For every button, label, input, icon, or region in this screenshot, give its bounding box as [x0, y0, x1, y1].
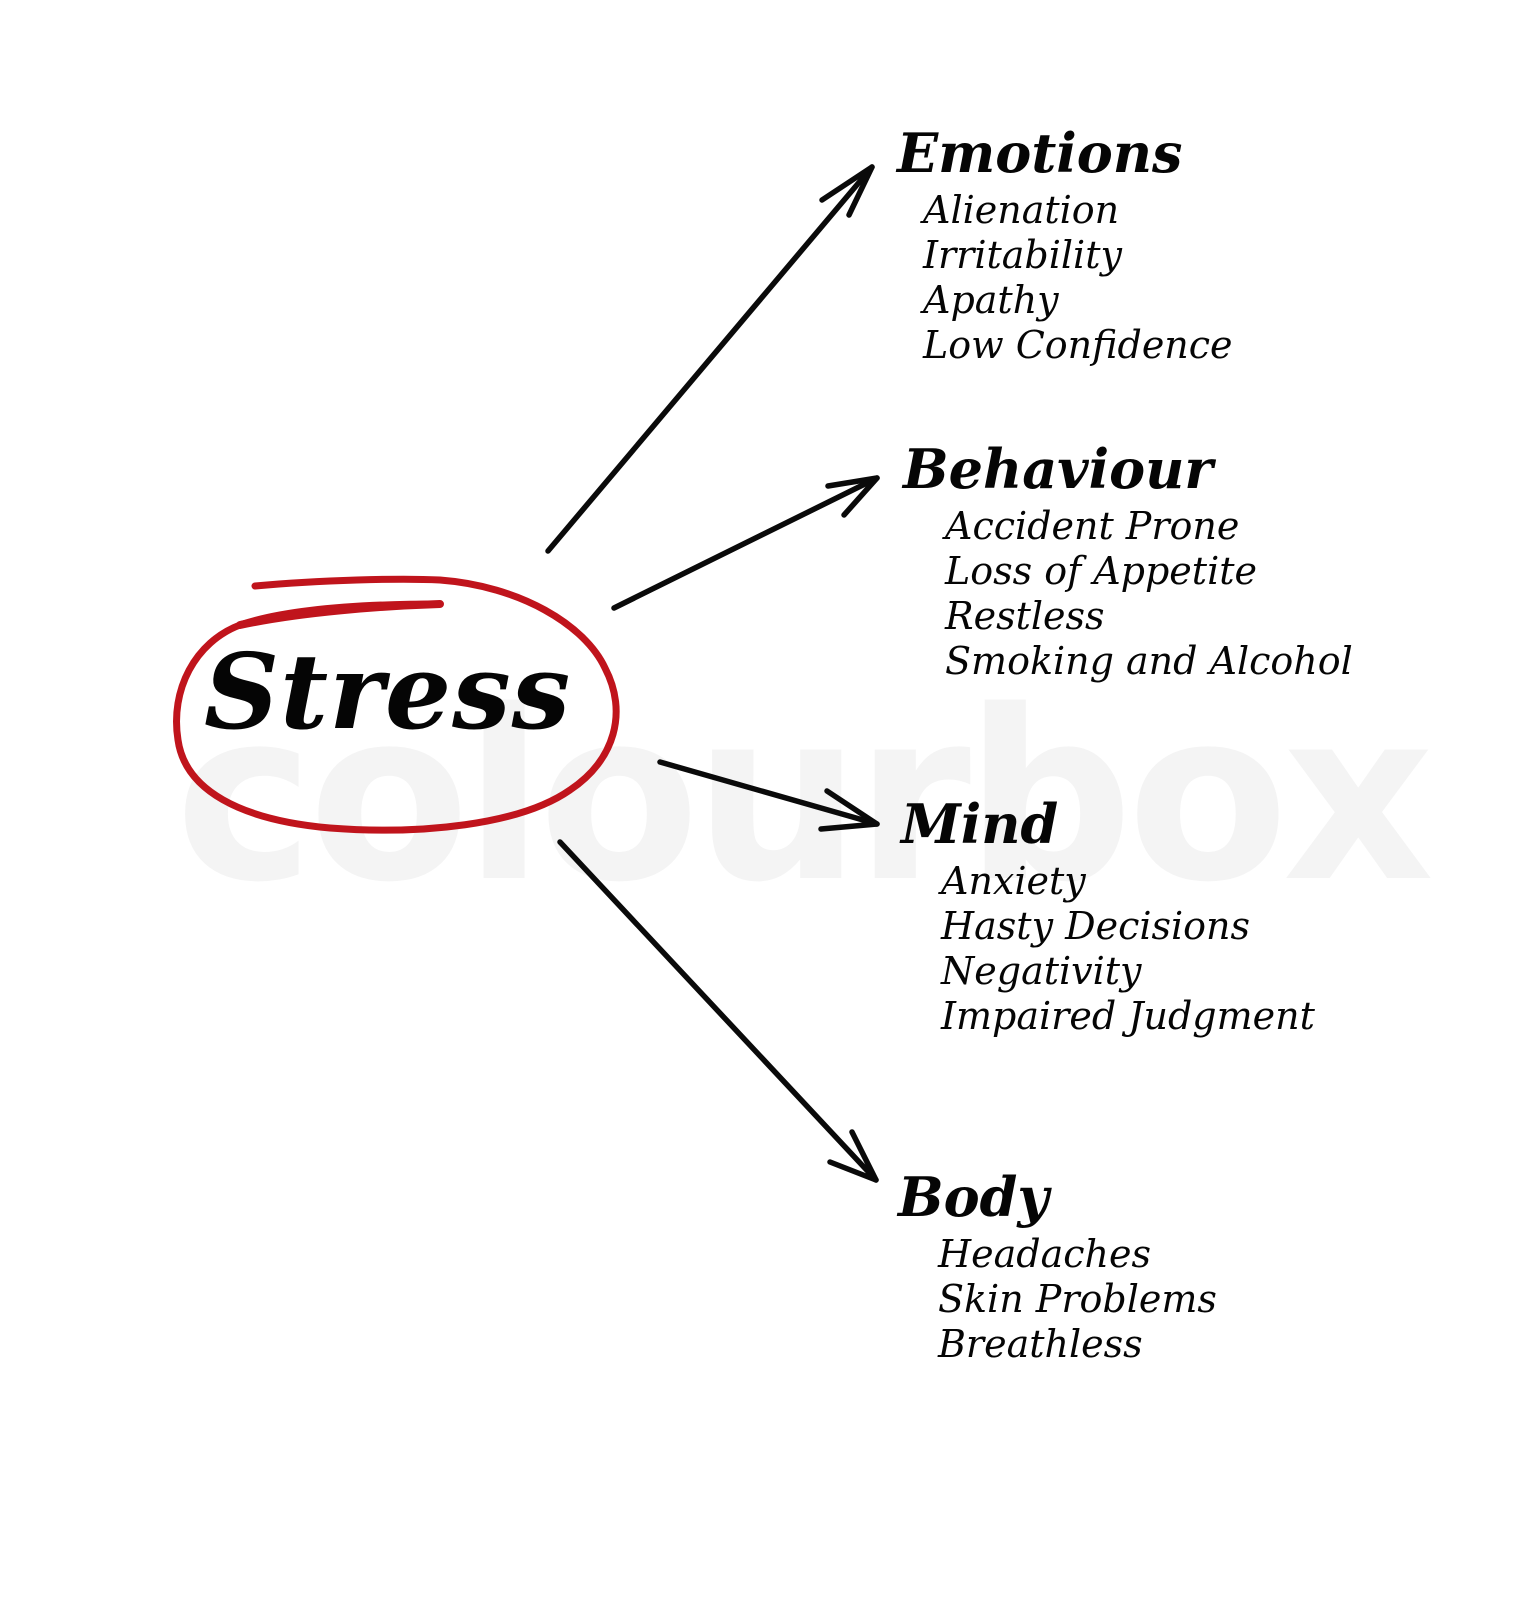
list-item: Anxiety — [941, 859, 1086, 903]
branch-title-behaviour: Behaviour — [903, 437, 1213, 501]
list-item: Skin Problems — [938, 1277, 1217, 1321]
arrow-to-body — [557, 839, 879, 1183]
arrow-to-emotions — [545, 164, 875, 554]
list-item: Loss of Appetite — [945, 549, 1257, 593]
branch-items-body: Headaches Skin Problems Breathless — [938, 1232, 1217, 1367]
list-item: Hasty Decisions — [941, 904, 1251, 948]
list-item: Irritability — [923, 233, 1122, 277]
list-item: Breathless — [938, 1322, 1143, 1366]
list-item: Low Confidence — [923, 323, 1233, 367]
list-item: Negativity — [941, 949, 1142, 993]
branch-emotions: Emotions Alienation Irritability Apathy … — [897, 126, 1233, 368]
list-item: Impaired Judgment — [941, 994, 1315, 1038]
branch-body: Body Headaches Skin Problems Breathless — [898, 1170, 1217, 1367]
list-item: Alienation — [923, 188, 1120, 232]
branch-items-behaviour: Accident Prone Loss of Appetite Restless… — [945, 504, 1353, 684]
center-circle — [173, 575, 620, 834]
list-item: Apathy — [923, 278, 1059, 322]
list-item: Smoking and Alcohol — [945, 639, 1353, 683]
arrow-to-behaviour — [611, 475, 880, 611]
list-item: Accident Prone — [945, 504, 1240, 548]
list-item: Headaches — [938, 1232, 1152, 1276]
branch-behaviour: Behaviour Accident Prone Loss of Appetit… — [903, 442, 1353, 684]
branch-title-mind: Mind — [901, 792, 1059, 856]
branch-title-emotions: Emotions — [897, 121, 1183, 185]
list-item: Restless — [945, 594, 1105, 638]
arrow-to-mind — [657, 759, 880, 832]
center-label-stress: Stress — [204, 630, 572, 753]
branch-mind: Mind Anxiety Hasty Decisions Negativity … — [901, 797, 1315, 1039]
branch-items-emotions: Alienation Irritability Apathy Low Confi… — [923, 188, 1233, 368]
branch-title-body: Body — [898, 1165, 1049, 1229]
branch-items-mind: Anxiety Hasty Decisions Negativity Impai… — [941, 859, 1315, 1039]
watermark: colourbox — [175, 661, 1434, 934]
